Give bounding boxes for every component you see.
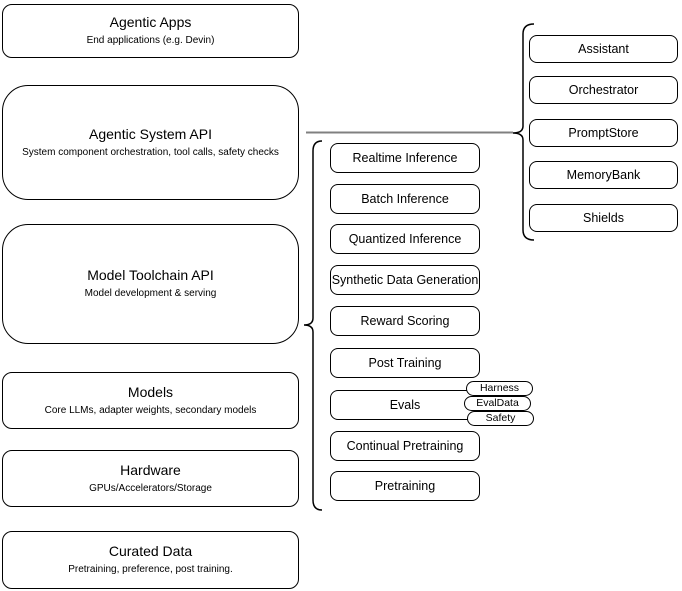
node-post-training: Post Training — [330, 348, 480, 378]
node-model-toolchain-api: Model Toolchain API Model development & … — [2, 224, 299, 344]
node-batch-inference: Batch Inference — [330, 184, 480, 214]
node-label: Post Training — [368, 356, 442, 370]
node-subtitle: GPUs/Accelerators/Storage — [89, 482, 212, 494]
node-subtitle: Pretraining, preference, post training. — [68, 564, 233, 576]
node-subtitle: End applications (e.g. Devin) — [86, 35, 215, 47]
node-title: Model Toolchain API — [87, 267, 214, 284]
pill-label: Harness — [479, 382, 520, 395]
node-realtime-inference: Realtime Inference — [330, 143, 480, 173]
node-quantized-inference: Quantized Inference — [330, 224, 480, 254]
node-label: Synthetic Data Generation — [331, 273, 479, 287]
node-curated-data: Curated Data Pretraining, preference, po… — [2, 531, 299, 589]
node-models: Models Core LLMs, adapter weights, secon… — [2, 372, 299, 429]
pill-harness: Harness — [466, 381, 533, 396]
node-label: Reward Scoring — [360, 314, 450, 328]
node-label: PromptStore — [568, 126, 639, 140]
node-synthetic-data-generation: Synthetic Data Generation — [330, 265, 480, 295]
node-title: Agentic System API — [89, 125, 212, 142]
node-label: Evals — [389, 398, 421, 412]
node-label: MemoryBank — [566, 168, 641, 182]
node-orchestrator: Orchestrator — [529, 76, 678, 104]
node-label: Quantized Inference — [348, 232, 462, 246]
node-subtitle: System component orchestration, tool cal… — [22, 146, 279, 158]
node-reward-scoring: Reward Scoring — [330, 306, 480, 336]
node-label: Shields — [583, 211, 624, 225]
node-subtitle: Model development & serving — [84, 288, 217, 300]
node-title: Hardware — [120, 461, 181, 478]
node-shields: Shields — [529, 204, 678, 232]
node-title: Curated Data — [108, 543, 193, 560]
node-agentic-apps: Agentic Apps End applications (e.g. Devi… — [2, 4, 299, 58]
node-label: Orchestrator — [568, 83, 639, 97]
node-memorybank: MemoryBank — [529, 161, 678, 189]
node-pretraining: Pretraining — [330, 471, 480, 501]
node-promptstore: PromptStore — [529, 119, 678, 147]
pill-safety: Safety — [467, 411, 534, 426]
node-label: Continual Pretraining — [346, 439, 464, 453]
node-continual-pretraining: Continual Pretraining — [330, 431, 480, 461]
node-hardware: Hardware GPUs/Accelerators/Storage — [2, 450, 299, 507]
node-title: Agentic Apps — [109, 14, 192, 31]
pill-label: EvalData — [476, 397, 519, 410]
node-label: Batch Inference — [361, 192, 449, 206]
pill-label: Safety — [485, 412, 516, 425]
node-agentic-system-api: Agentic System API System component orch… — [2, 85, 299, 200]
node-subtitle: Core LLMs, adapter weights, secondary mo… — [44, 404, 257, 416]
brace-toolchain — [303, 140, 323, 511]
node-title: Models — [127, 383, 174, 400]
node-assistant: Assistant — [529, 35, 678, 63]
node-evals: Evals — [330, 390, 480, 420]
node-label: Realtime Inference — [352, 151, 458, 165]
node-label: Pretraining — [374, 479, 436, 493]
pill-evaldata: EvalData — [464, 396, 531, 411]
node-label: Assistant — [578, 42, 629, 56]
